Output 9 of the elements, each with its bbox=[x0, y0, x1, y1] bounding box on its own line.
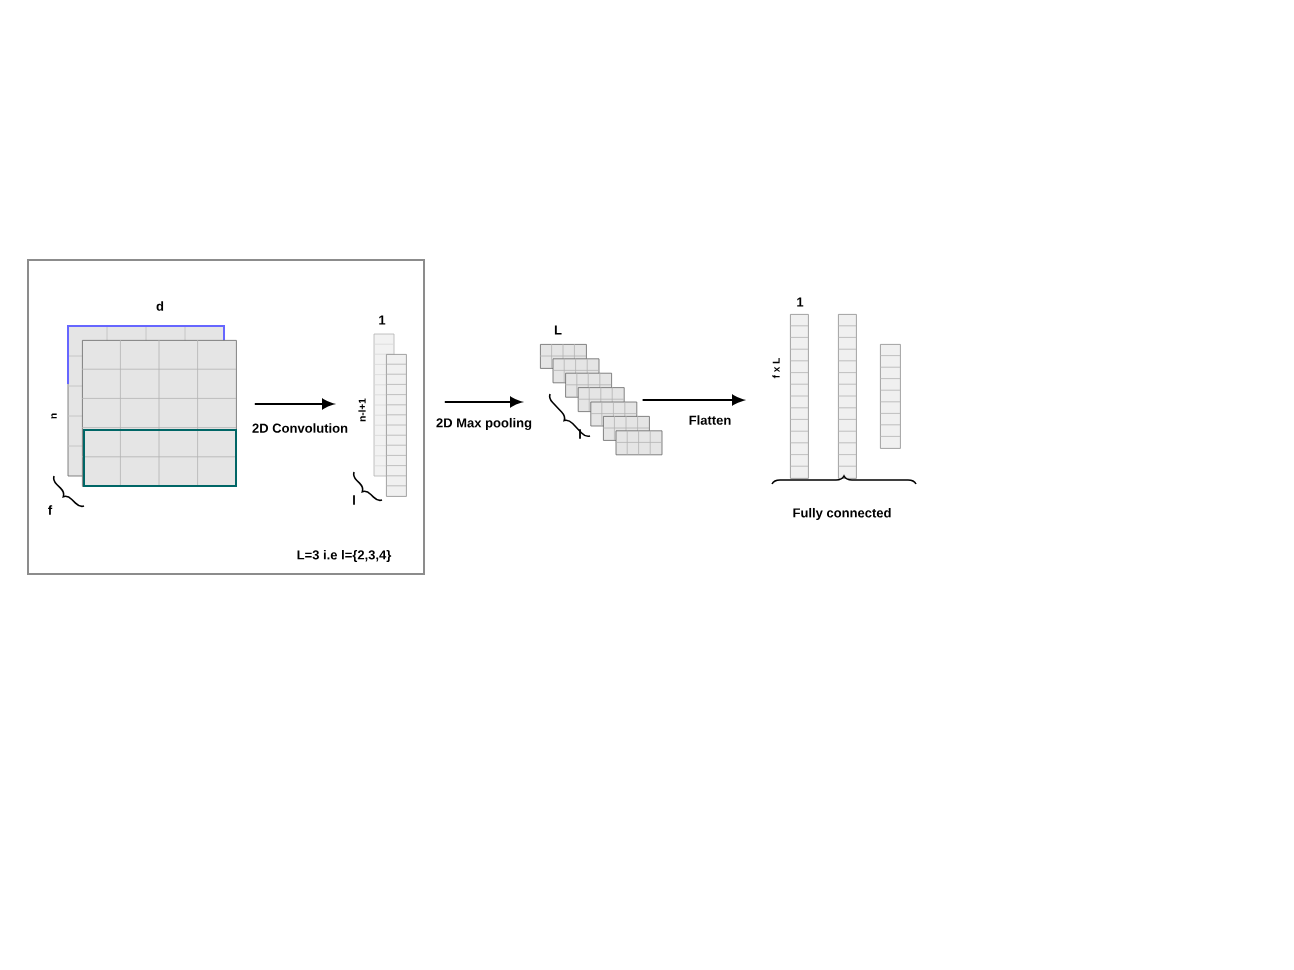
vector-column bbox=[789, 314, 809, 479]
grid-matrix bbox=[81, 339, 237, 487]
vector-column bbox=[385, 354, 407, 497]
vector-column bbox=[879, 344, 901, 449]
arrow bbox=[443, 396, 522, 408]
arrow bbox=[253, 398, 334, 410]
vector-column bbox=[837, 314, 857, 479]
grid-matrix bbox=[615, 430, 663, 456]
arrow bbox=[641, 394, 744, 406]
